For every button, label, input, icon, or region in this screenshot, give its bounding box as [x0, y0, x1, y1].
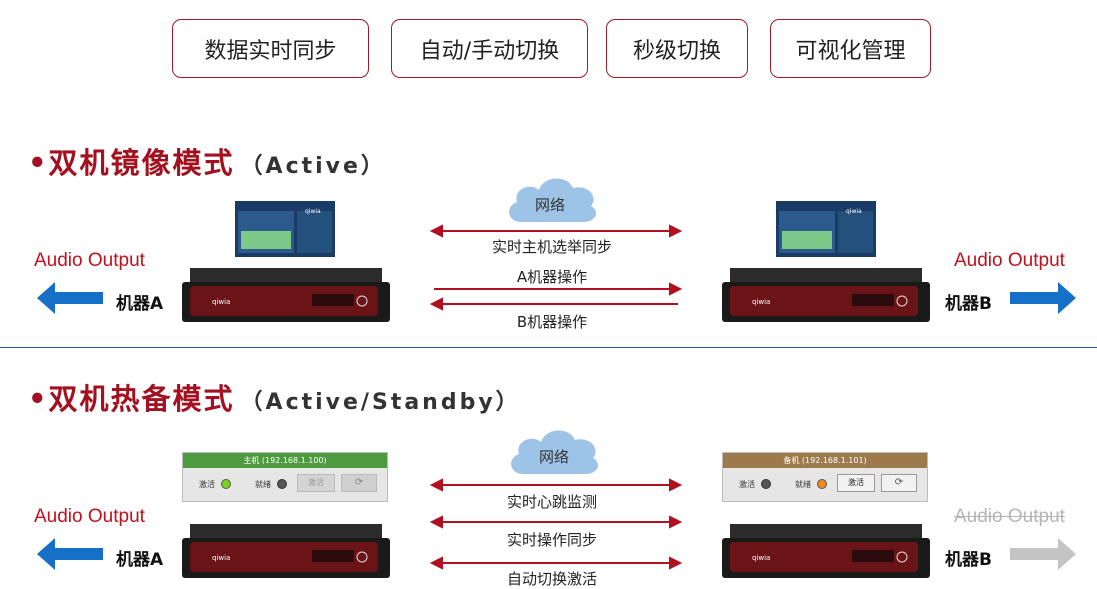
status-led-green-icon [221, 479, 231, 489]
section-title-mirror: •双机镜像模式（Active） [28, 140, 386, 182]
activate-label: 激活 [199, 480, 215, 489]
refresh-icon[interactable]: ⟳ [341, 474, 377, 492]
activate-button[interactable]: 激活 [837, 474, 875, 492]
feature-auto-manual-switch: 自动/手动切换 [391, 19, 588, 78]
server-device-image: qiwia [182, 524, 390, 578]
feature-visual-management: 可视化管理 [770, 19, 931, 78]
machine-label: 机器B [945, 294, 992, 314]
machine-label: 机器A [116, 294, 164, 314]
link-arrows-standby [430, 478, 682, 570]
audio-output-label-disabled: Audio Output [954, 506, 1065, 527]
panel-header: 备机 (192.168.1.101) [723, 453, 927, 468]
feature-data-sync: 数据实时同步 [172, 19, 369, 78]
feature-label: 数据实时同步 [204, 38, 337, 64]
network-label: 网络 [535, 196, 566, 214]
device-brand-text: qiwia [212, 554, 230, 562]
machine-label: 机器A [116, 550, 164, 570]
link-label: 自动切换激活 [506, 570, 597, 588]
arrow-right-icon [1010, 538, 1076, 570]
screen-brand-text: qiwia [846, 208, 862, 215]
status-led-off-icon [277, 479, 287, 489]
right-arrow [434, 282, 682, 296]
network-label: 网络 [539, 448, 570, 466]
link-label: 实时主机选举同步 [491, 238, 612, 256]
monitor-dashboard-image: qiwia [776, 201, 876, 257]
audio-output-label: Audio Output [34, 250, 145, 271]
arrow-right-icon [1010, 282, 1076, 314]
feature-label: 秒级切换 [632, 38, 721, 64]
monitor-dashboard-image: qiwia [235, 201, 335, 257]
machine-label: 机器B [945, 550, 992, 570]
network-cloud-icon [511, 430, 599, 474]
feature-label: 可视化管理 [795, 38, 906, 64]
link-label: A机器操作 [516, 268, 588, 286]
audio-output-label: Audio Output [34, 506, 145, 527]
network-cloud-icon [509, 178, 597, 222]
arrow-left-icon [37, 538, 103, 570]
status-led-orange-icon [817, 479, 827, 489]
left-arrow [430, 297, 678, 311]
primary-status-panel: 主机 (192.168.1.100) 激活 就绪 激活 ⟳ [182, 452, 388, 502]
link-label: 实时心跳监测 [506, 493, 597, 511]
device-brand-text: qiwia [752, 298, 770, 306]
activate-button[interactable]: 激活 [297, 474, 335, 492]
server-device-image: qiwia [722, 524, 930, 578]
section-title-hot-standby: •双机热备模式（Active/Standby） [28, 376, 521, 418]
section-subtitle: （Active/Standby） [240, 390, 521, 415]
bidirectional-arrow [430, 478, 682, 492]
server-device-image: qiwia [182, 268, 390, 322]
screen-brand-text: qiwia [305, 208, 321, 215]
section-main-title: •双机镜像模式 [28, 146, 235, 180]
bidirectional-arrow [430, 556, 682, 570]
refresh-icon[interactable]: ⟳ [881, 474, 917, 492]
ready-label: 就绪 [255, 480, 271, 489]
arrow-left-icon [37, 282, 103, 314]
device-brand-text: qiwia [212, 298, 230, 306]
link-label: B机器操作 [516, 313, 588, 331]
bidirectional-arrow [430, 224, 682, 238]
section-main-title: •双机热备模式 [28, 382, 235, 416]
link-label: 实时操作同步 [506, 531, 597, 549]
section-subtitle: （Active） [240, 154, 386, 179]
bidirectional-arrow [430, 515, 682, 529]
link-arrows-mirror [430, 224, 682, 311]
ready-label: 就绪 [795, 480, 811, 489]
status-led-off-icon [761, 479, 771, 489]
audio-output-label: Audio Output [954, 250, 1065, 271]
section-divider [0, 347, 1097, 348]
activate-label: 激活 [739, 480, 755, 489]
standby-status-panel: 备机 (192.168.1.101) 激活 就绪 激活 ⟳ [722, 452, 928, 502]
server-device-image: qiwia [722, 268, 930, 322]
panel-header: 主机 (192.168.1.100) [183, 453, 387, 468]
device-brand-text: qiwia [752, 554, 770, 562]
feature-second-switch: 秒级切换 [606, 19, 748, 78]
feature-label: 自动/手动切换 [419, 38, 560, 64]
